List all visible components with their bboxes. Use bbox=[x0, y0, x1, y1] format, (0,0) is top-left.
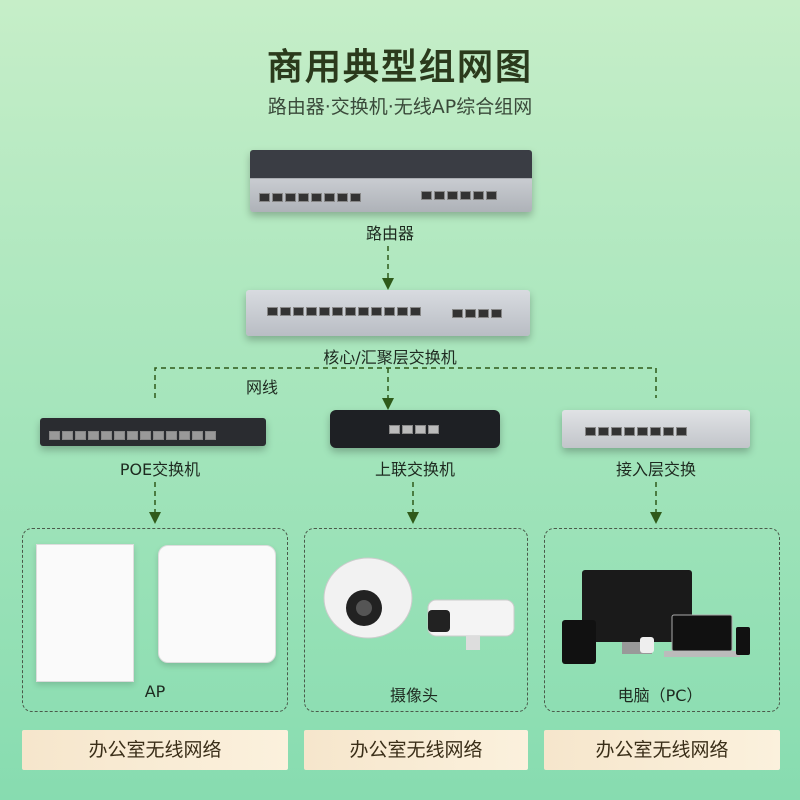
ap-label: AP bbox=[105, 682, 205, 701]
ap-ceiling-device bbox=[158, 545, 276, 663]
access-switch-label: 接入层交换 bbox=[556, 456, 756, 480]
cable-label: 网线 bbox=[232, 374, 292, 398]
router-device bbox=[250, 150, 532, 212]
banner-pc: 办公室无线网络 bbox=[544, 730, 780, 770]
ap-panel-device bbox=[36, 544, 134, 682]
banner-ap: 办公室无线网络 bbox=[22, 730, 288, 770]
camera-label: 摄像头 bbox=[364, 682, 464, 706]
poe-switch-label: POE交换机 bbox=[60, 456, 260, 480]
branch-line bbox=[155, 368, 656, 398]
pc-icon bbox=[552, 565, 772, 665]
banner-camera: 办公室无线网络 bbox=[304, 730, 528, 770]
poe-switch-device bbox=[40, 418, 266, 446]
core-switch-device bbox=[246, 290, 530, 336]
uplink-switch-label: 上联交换机 bbox=[315, 456, 515, 480]
router-label: 路由器 bbox=[290, 220, 490, 244]
uplink-switch-device bbox=[330, 410, 500, 448]
core-switch-label: 核心/汇聚层交换机 bbox=[240, 344, 540, 368]
access-switch-device bbox=[562, 410, 750, 448]
pc-label: 电脑（PC） bbox=[580, 682, 740, 706]
camera-icon bbox=[316, 548, 516, 658]
